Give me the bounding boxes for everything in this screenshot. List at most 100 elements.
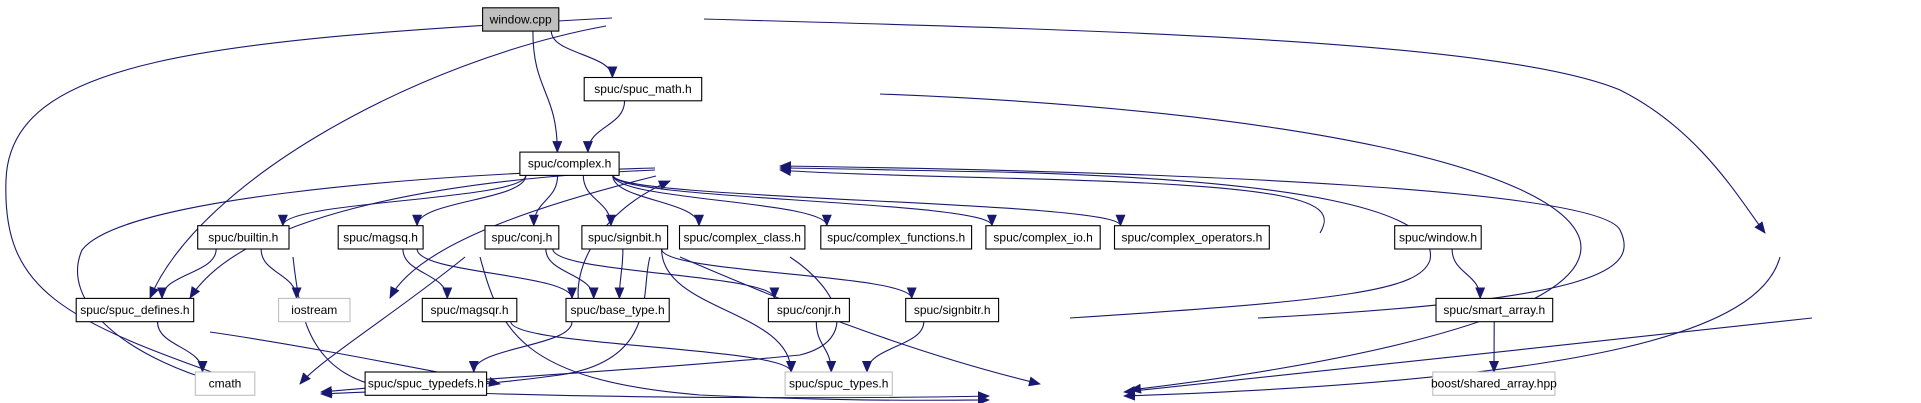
edge-window-cpp-to-complex (532, 30, 563, 154)
edge-conjr-to-spuc-types (815, 321, 837, 373)
node-signbit[interactable]: spuc/signbit.h (581, 225, 669, 250)
edge-line (779, 166, 1325, 234)
node-smart-array[interactable]: spuc/smart_array.h (1435, 297, 1554, 323)
node-box (1432, 371, 1556, 396)
node-label: spuc/complex.h (528, 157, 611, 171)
node-conj[interactable]: spuc/conj.h (484, 225, 560, 250)
node-label: spuc/base_type.h (571, 303, 665, 317)
node-box (678, 225, 806, 250)
edge-complex-io-to-complex (779, 166, 1325, 234)
edge-complex-to-complex-functions (612, 175, 832, 227)
edge-conj-to-conjr (552, 248, 780, 300)
edge-signbit-to-base-type (614, 248, 625, 300)
edge-line (815, 321, 837, 373)
edge-line (879, 93, 1582, 394)
edge-line (149, 25, 607, 299)
node-box (583, 76, 703, 102)
edge-line (528, 175, 559, 227)
node-complex-io[interactable]: spuc/complex_io.h (985, 225, 1101, 250)
node-complex-functions[interactable]: spuc/complex_functions.h (820, 225, 973, 250)
edge-magsq-to-base-type (416, 248, 577, 300)
node-spuc-types: spuc/spuc_types.h (784, 371, 893, 396)
edge-magsqr-to-spuc-types (510, 321, 796, 373)
edge-builtin-to-iostream (260, 248, 302, 300)
node-complex[interactable]: spuc/complex.h (519, 151, 620, 176)
edge-line (468, 321, 573, 373)
edge-line (412, 175, 527, 227)
node-spuc-defines[interactable]: spuc/spuc_defines.h (75, 297, 195, 323)
edge-line (1123, 317, 1813, 396)
node-magsq[interactable]: spuc/magsq.h (337, 225, 424, 250)
edge-line (299, 256, 466, 385)
node-label: spuc/complex_operators.h (1122, 230, 1263, 244)
node-window-h[interactable]: spuc/window.h (1394, 225, 1482, 250)
edge-line (612, 175, 832, 227)
node-label: spuc/conj.h (492, 230, 553, 244)
node-base-type[interactable]: spuc/base_type.h (565, 297, 670, 323)
node-conjr[interactable]: spuc/conjr.h (767, 297, 850, 323)
node-box (194, 371, 256, 396)
node-label: cmath (209, 377, 242, 391)
node-window-cpp[interactable]: window.cpp (482, 7, 560, 32)
node-label: spuc/spuc_types.h (789, 377, 888, 391)
edge-magsq-to-cmath (299, 256, 466, 385)
edge-window-h-to-spuc-types (1123, 256, 1781, 401)
node-box (1394, 225, 1482, 250)
edge-line (1123, 256, 1781, 401)
node-spuc-typedefs[interactable]: spuc/spuc_typedefs.h (364, 371, 488, 396)
edge-line (582, 175, 616, 227)
edge-line (260, 248, 302, 300)
edge-line (156, 321, 208, 373)
edge-complex-to-complex-operators (612, 174, 1126, 227)
edge-line (292, 256, 990, 402)
node-spuc-math[interactable]: spuc/spuc_math.h (583, 76, 703, 102)
node-box (337, 225, 424, 250)
edge-window-h-to-smart-array (1451, 248, 1486, 300)
node-label: spuc/spuc_typedefs.h (368, 377, 484, 391)
node-box (1113, 225, 1270, 250)
node-builtin[interactable]: spuc/builtin.h (197, 225, 290, 250)
node-magsqr[interactable]: spuc/magsqr.h (421, 297, 518, 323)
edge-smart-array-to-spuc-types (1123, 317, 1813, 396)
edge-window-cpp-to-spuc-defines (149, 25, 607, 299)
node-box (820, 225, 973, 250)
edge-spuc-defines-to-cmath (156, 321, 208, 373)
edge-line (157, 248, 217, 300)
edge-line (612, 175, 704, 227)
edge-line (1451, 248, 1486, 300)
node-label: spuc/magsqr.h (430, 303, 508, 317)
edge-line (402, 248, 453, 300)
edge-complex-to-signbit (582, 175, 616, 227)
edge-line (661, 248, 917, 300)
node-label: spuc/conjr.h (777, 303, 841, 317)
edge-line (545, 248, 599, 300)
node-box (985, 225, 1101, 250)
edge-line (389, 175, 657, 299)
node-box (767, 297, 850, 323)
edge-builtin-to-spuc-defines (157, 248, 217, 300)
edge-complex-to-conj (528, 175, 559, 227)
edge-builtin-to-spuc-types (292, 256, 990, 402)
node-label: spuc/smart_array.h (1443, 303, 1545, 317)
edge-spuc-math-to-spuc-types (879, 93, 1582, 394)
node-box (75, 297, 195, 323)
node-complex-class[interactable]: spuc/complex_class.h (678, 225, 806, 250)
node-label: spuc/window.h (1399, 230, 1477, 244)
node-label: spuc/magsq.h (343, 230, 418, 244)
node-box (581, 225, 669, 250)
edge-conj-to-spuc-types (679, 256, 1041, 387)
edge-window-cpp-to-window-h (703, 18, 1766, 234)
edge-complex-to-magsq (412, 175, 527, 227)
node-label: spuc/spuc_math.h (594, 82, 691, 96)
node-box (197, 225, 290, 250)
node-iostream: iostream (278, 297, 351, 323)
node-label: window.cpp (489, 12, 552, 26)
node-complex-operators[interactable]: spuc/complex_operators.h (1113, 225, 1270, 250)
edge-spuc-math-to-complex (582, 100, 626, 154)
edge-conjr-to-complex (779, 163, 1432, 319)
node-label: spuc/signbitr.h (914, 303, 991, 317)
node-label: spuc/complex_functions.h (827, 230, 965, 244)
node-signbitr[interactable]: spuc/signbitr.h (905, 297, 1000, 323)
edge-line (614, 248, 625, 300)
edge-line (532, 30, 563, 154)
